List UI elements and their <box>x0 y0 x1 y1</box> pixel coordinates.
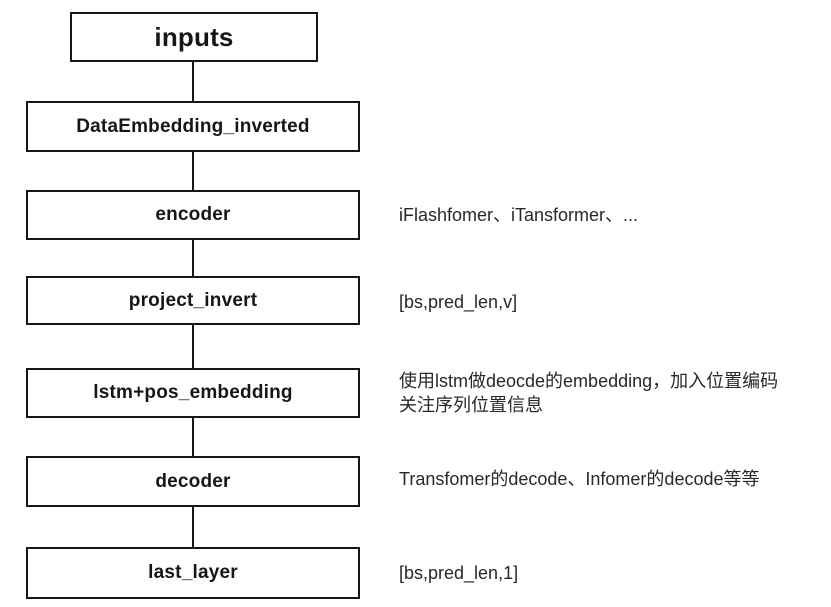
connector-decoder-lastlayer <box>192 507 194 547</box>
connector-projectinvert-lstm <box>192 325 194 368</box>
node-encoder-label: encoder <box>155 204 231 225</box>
node-project-invert-label: project_invert <box>128 289 258 311</box>
node-dataembedding-inverted: DataEmbedding_inverted <box>26 101 360 152</box>
node-lstm-pos-embedding: lstm+pos_embedding <box>26 368 360 418</box>
annotation-decoder-variants: Transfomer的decode、Infomer的decode等等 <box>399 469 760 489</box>
node-encoder: encoder <box>26 190 360 240</box>
connector-lstm-decoder <box>192 418 194 456</box>
annotation-encoder-variants: iFlashfomer、iTansformer、... <box>399 205 639 225</box>
annotation-project-invert-shape: [bs,pred_len,v] <box>399 292 518 312</box>
node-decoder-label: decoder <box>155 470 231 492</box>
connector-encoder-projectinvert <box>192 240 194 276</box>
connector-inputs-dataembedding <box>192 62 194 101</box>
node-last-layer: last_layer <box>26 547 360 599</box>
annotation-last-layer-shape: [bs,pred_len,1] <box>399 563 519 583</box>
node-dataembedding-inverted-label: DataEmbedding_inverted <box>76 115 310 137</box>
connector-dataembedding-encoder <box>192 152 194 190</box>
node-lstm-pos-embedding-label: lstm+pos_embedding <box>93 382 293 403</box>
node-project-invert: project_invert <box>26 276 360 325</box>
node-inputs-label: inputs <box>154 21 234 52</box>
annotation-lstm-pos-embedding-note: 使用lstm做deocde的embedding，加入位置编码 关注序列位置信息 <box>399 371 779 415</box>
node-inputs: inputs <box>70 12 318 62</box>
node-last-layer-label: last_layer <box>148 562 238 583</box>
node-decoder: decoder <box>26 456 360 507</box>
